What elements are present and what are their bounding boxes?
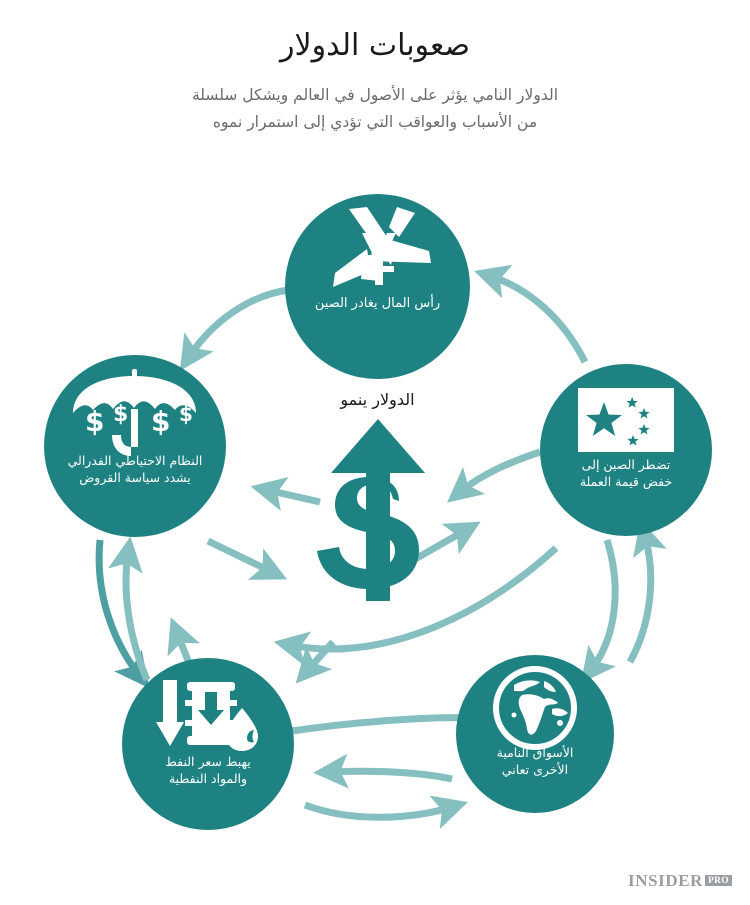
page-title: صعوبات الدولار [279,28,471,63]
svg-text:$: $ [85,405,104,438]
node-other-emerging-markets-suffer[interactable]: الأسواق النامية الأخرى تعاني [456,655,614,813]
node-label-line-1: يهبط سعر النفط [165,754,251,769]
center-group: الدولار ينمو [285,390,470,620]
edge-bottomleft-to-bottomright [303,795,469,830]
node-label-line-2: الأخرى تعاني [501,761,569,777]
umbrella-dollars-icon: $ $ $ $ [44,355,226,456]
svg-text:$: $ [113,402,128,427]
svg-text:$: $ [151,405,170,438]
node-label-line-2: والمواد النفطية [168,770,248,786]
logo-wordmark: INSIDER [627,871,704,890]
oil-barrel-down-icon [122,658,294,751]
center-label: الدولار ينمو [340,390,415,409]
edge-center-to-left [250,476,321,512]
node-label: النظام الاحتياطي الفدرالي يشدد سياسة الق… [60,453,211,487]
edge-center-to-bottomright [284,699,497,736]
edge-bottomright-to-right [626,519,667,664]
logo-pro-badge: PRO [705,875,732,886]
node-label-line-2: يشدد سياسة القروض [79,469,191,485]
node-capital-leaving-china[interactable]: رأس المال يغادر الصين [285,194,470,379]
edge-right-to-bottomright [580,538,619,684]
china-flag-icon [540,364,712,452]
subtitle-line-2: من الأسباب والعواقب التي تؤدي إلى استمرا… [212,113,538,132]
header: صعوبات الدولار الدولار النامي يؤثر على ا… [0,0,750,136]
edge-right-to-top [473,264,589,364]
edge-right-to-center [446,448,542,503]
node-fed-tightens-lending[interactable]: $ $ $ $ النظام الاحتياطي الفدرالي يشدد س… [44,355,226,537]
dollar-up-arrow-icon [316,419,425,601]
node-label: تضطر الصين إلى خفض قيمة العملة [572,457,680,491]
node-label-line-1: تضطر الصين إلى [581,457,671,472]
node-oil-price-falls[interactable]: يهبط سعر النفط والمواد النفطية [122,658,294,830]
node-label: الأسواق النامية الأخرى تعاني [489,745,582,779]
edge-bottomleft-to-left [108,536,151,682]
subtitle-line-1: الدولار النامي يؤثر على الأصول في العالم… [191,86,558,104]
edge-right-to-bottomleft [273,545,559,666]
globe-icon [456,655,614,750]
airplane-yuan-icon [285,194,470,294]
node-label-line-1: الأسواق النامية [496,745,574,760]
node-label-line-2: خفض قيمة العملة [579,473,673,489]
node-label: رأس المال يغادر الصين [314,296,441,311]
edge-bottomright-to-bottomleft [313,753,453,789]
footer-logo: INSIDER PRO [628,871,732,891]
node-label-line-1: النظام الاحتياطي الفدرالي [67,453,203,468]
edge-center-to-right [408,521,481,566]
node-china-devalues-currency[interactable]: تضطر الصين إلى خفض قيمة العملة [540,364,712,536]
edge-top-to-left [179,286,289,372]
edge-left-to-center [206,537,288,580]
svg-text:$: $ [179,402,193,426]
node-label: يهبط سعر النفط والمواد النفطية [157,754,258,788]
page-subtitle: الدولار النامي يؤثر على الأصول في العالم… [0,82,750,136]
edge-left-to-bottomleft [95,539,150,689]
